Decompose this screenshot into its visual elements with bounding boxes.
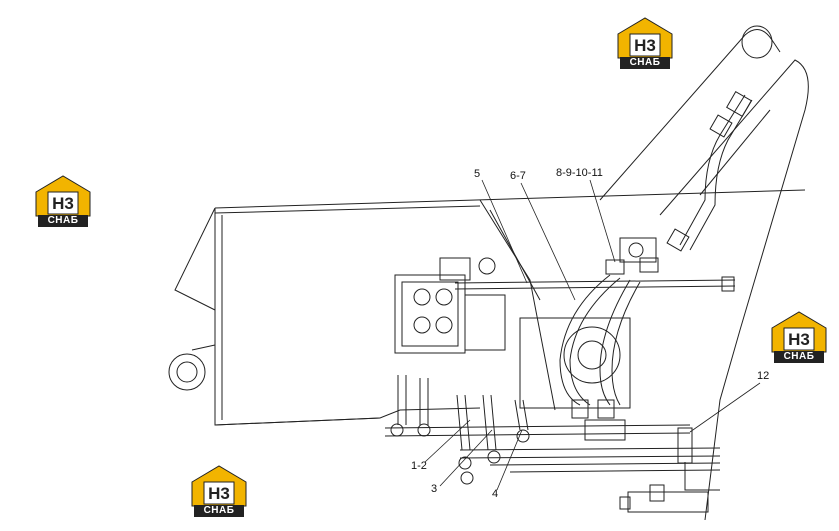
logo-mark: H3 bbox=[634, 36, 656, 55]
boom-hose bbox=[666, 91, 753, 252]
logo-text: СНАБ bbox=[774, 351, 824, 363]
logo-mark: H3 bbox=[208, 484, 230, 503]
callout-3: 3 bbox=[431, 483, 438, 495]
logo-text: СНАБ bbox=[194, 505, 244, 517]
vertical-hoses bbox=[390, 375, 530, 485]
house-logo-icon bbox=[771, 311, 827, 353]
logo-mark: H3 bbox=[52, 194, 74, 213]
brand-logo: H3 СНАБ bbox=[768, 308, 830, 366]
lower-cylinder bbox=[619, 491, 709, 513]
loop-hoses bbox=[559, 274, 641, 419]
logo-text: СНАБ bbox=[620, 57, 670, 69]
lower-pipes bbox=[384, 419, 721, 502]
leader-lines bbox=[424, 179, 761, 491]
hose-fittings bbox=[605, 237, 659, 275]
callout-8-9-10-11: 8-9-10-11 bbox=[556, 167, 603, 179]
callout-12: 12 bbox=[757, 370, 770, 382]
rotary-drum bbox=[519, 317, 631, 409]
house-logo-icon bbox=[35, 175, 91, 217]
house-logo-icon bbox=[191, 465, 247, 507]
brand-logo: H3 СНАБ bbox=[32, 172, 94, 230]
callout-4: 4 bbox=[492, 488, 499, 500]
callout-5: 5 bbox=[474, 168, 481, 180]
frame bbox=[168, 189, 806, 426]
boom-arm bbox=[599, 25, 809, 521]
logo-mark: H3 bbox=[788, 330, 810, 349]
valve-block bbox=[394, 257, 506, 354]
callout-6-7: 6-7 bbox=[510, 170, 526, 182]
house-logo-icon bbox=[617, 17, 673, 59]
horizontal-pipe bbox=[454, 276, 736, 292]
logo-text: СНАБ bbox=[38, 215, 88, 227]
callout-1-2: 1-2 bbox=[411, 460, 427, 472]
brand-logo: H3 СНАБ bbox=[614, 14, 676, 72]
brand-logo: H3 СНАБ bbox=[188, 462, 250, 520]
